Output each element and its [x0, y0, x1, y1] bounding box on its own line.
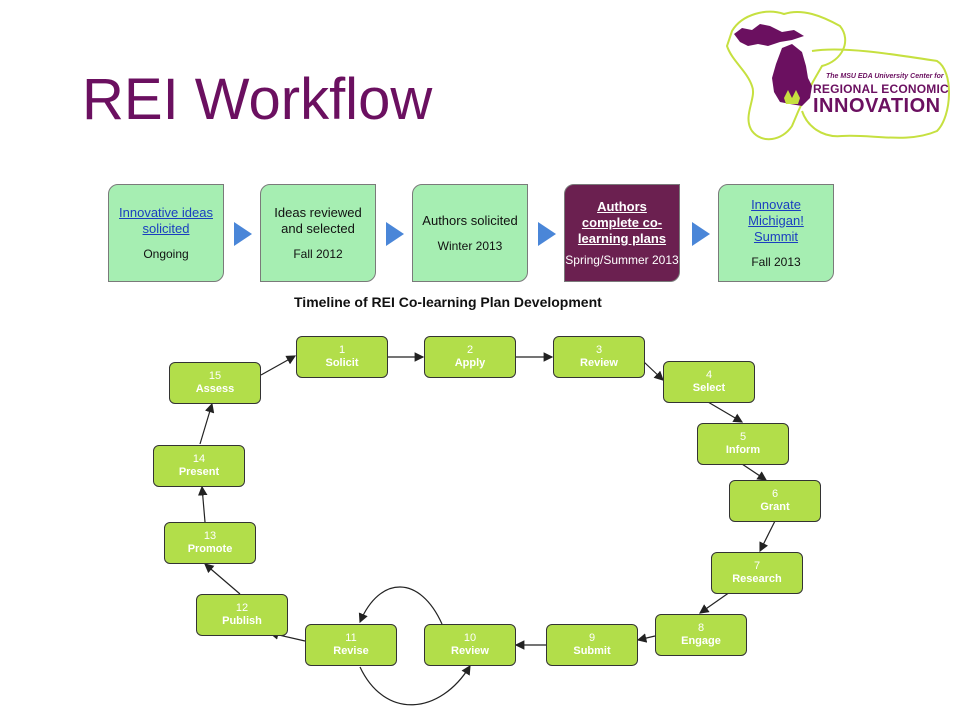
logo-name-line2: INNOVATION	[813, 95, 941, 117]
timeline-stage-label: Ideas reviewed and selected	[274, 205, 362, 236]
timeline-arrow-icon	[234, 222, 252, 246]
step-label: Review	[451, 645, 489, 657]
step-number: 11	[345, 632, 357, 644]
workflow-step-review: 3 Review	[553, 336, 645, 378]
workflow-step-publish: 12 Publish	[196, 594, 288, 636]
rei-logo: The MSU EDA University Center for REGION…	[722, 6, 958, 146]
timeline-stage-label[interactable]: Innovative ideas solicited	[119, 205, 213, 236]
workflow-step-research: 7 Research	[711, 552, 803, 594]
step-label: Submit	[573, 645, 611, 657]
michigan-map-icon	[725, 10, 950, 141]
timeline-stage-label[interactable]: Innovate Michigan! Summit	[748, 197, 804, 244]
step-number: 3	[595, 344, 603, 356]
step-label: Engage	[681, 635, 721, 647]
arrow-8-9	[636, 633, 656, 643]
step-label: Apply	[454, 357, 486, 369]
workflow-step-inform: 5 Inform	[697, 423, 789, 465]
step-number: 7	[753, 560, 761, 572]
workflow-step-assess: 15 Assess	[169, 362, 261, 404]
arrow-14-15	[199, 402, 215, 445]
step-label: Inform	[725, 444, 761, 456]
workflow-step-apply: 2 Apply	[424, 336, 516, 378]
timeline-stage-5: Innovate Michigan! Summit Fall 2013	[718, 184, 834, 282]
timeline-stage-3: Authors solicited Winter 2013	[412, 184, 528, 282]
step-number: 8	[697, 622, 705, 634]
arrow-6-7	[759, 520, 776, 553]
step-number: 13	[203, 530, 217, 542]
workflow-step-promote: 13 Promote	[164, 522, 256, 564]
workflow-step-revise: 11 Revise	[305, 624, 397, 666]
timeline-stage-date: Ongoing	[143, 247, 189, 261]
step-number: 4	[705, 369, 713, 381]
step-number: 10	[463, 632, 477, 644]
step-number: 9	[588, 632, 596, 644]
step-number: 12	[235, 602, 249, 614]
arrow-12-13	[204, 563, 241, 595]
timeline-stage-label[interactable]: Authors complete co-learning plans	[577, 199, 667, 246]
workflow-step-present: 14 Present	[153, 445, 245, 487]
step-label: Solicit	[325, 357, 359, 369]
step-label: Publish	[222, 615, 262, 627]
step-label: Grant	[760, 501, 790, 513]
step-number: 15	[208, 370, 222, 382]
step-label: Select	[692, 382, 726, 394]
step-number: 14	[192, 453, 206, 465]
arrow-4-5	[707, 401, 744, 423]
arrow-5-6	[741, 463, 767, 481]
timeline-arrow-icon	[386, 222, 404, 246]
step-number: 6	[771, 488, 779, 500]
step-label: Promote	[187, 543, 233, 555]
timeline-stage-2: Ideas reviewed and selected Fall 2012	[260, 184, 376, 282]
step-label: Research	[732, 573, 782, 585]
workflow-step-submit: 9 Submit	[546, 624, 638, 666]
workflow-step-grant: 6 Grant	[729, 480, 821, 522]
workflow-step-review-2: 10 Review	[424, 624, 516, 666]
workflow-step-solicit: 1 Solicit	[296, 336, 388, 378]
arrow-7-8	[699, 591, 731, 614]
timeline-stage-1: Innovative ideas solicited Ongoing	[108, 184, 224, 282]
step-number: 5	[739, 431, 747, 443]
timeline-stage-4: Authors complete co-learning plans Sprin…	[564, 184, 680, 282]
timeline-arrow-icon	[692, 222, 710, 246]
arrow-15-1	[260, 355, 297, 376]
arrow-3-4	[643, 361, 664, 381]
timeline-stage-date: Spring/Summer 2013	[565, 253, 679, 267]
logo-name-line1: REGIONAL ECONOMIC	[813, 82, 949, 96]
timeline-stage-date: Winter 2013	[437, 239, 503, 253]
arrow-10-11	[358, 586, 443, 625]
workflow-step-select: 4 Select	[663, 361, 755, 403]
workflow-step-engage: 8 Engage	[655, 614, 747, 656]
arrow-11-10	[359, 664, 471, 706]
step-label: Present	[178, 466, 220, 478]
timeline-arrow-icon	[538, 222, 556, 246]
page-title: REI Workflow	[82, 67, 433, 132]
arrow-13-14	[197, 485, 208, 523]
step-number: 1	[338, 344, 346, 356]
timeline-stage-date: Fall 2012	[293, 247, 343, 261]
timeline-stage-date: Fall 2013	[751, 255, 801, 269]
timeline-stage-label: Authors solicited	[422, 213, 518, 228]
timeline-caption: Timeline of REI Co-learning Plan Develop…	[294, 294, 602, 310]
step-label: Review	[580, 357, 618, 369]
logo-tagline: The MSU EDA University Center for	[826, 73, 944, 80]
step-label: Assess	[195, 383, 235, 395]
step-number: 2	[466, 344, 474, 356]
step-label: Revise	[333, 645, 369, 657]
